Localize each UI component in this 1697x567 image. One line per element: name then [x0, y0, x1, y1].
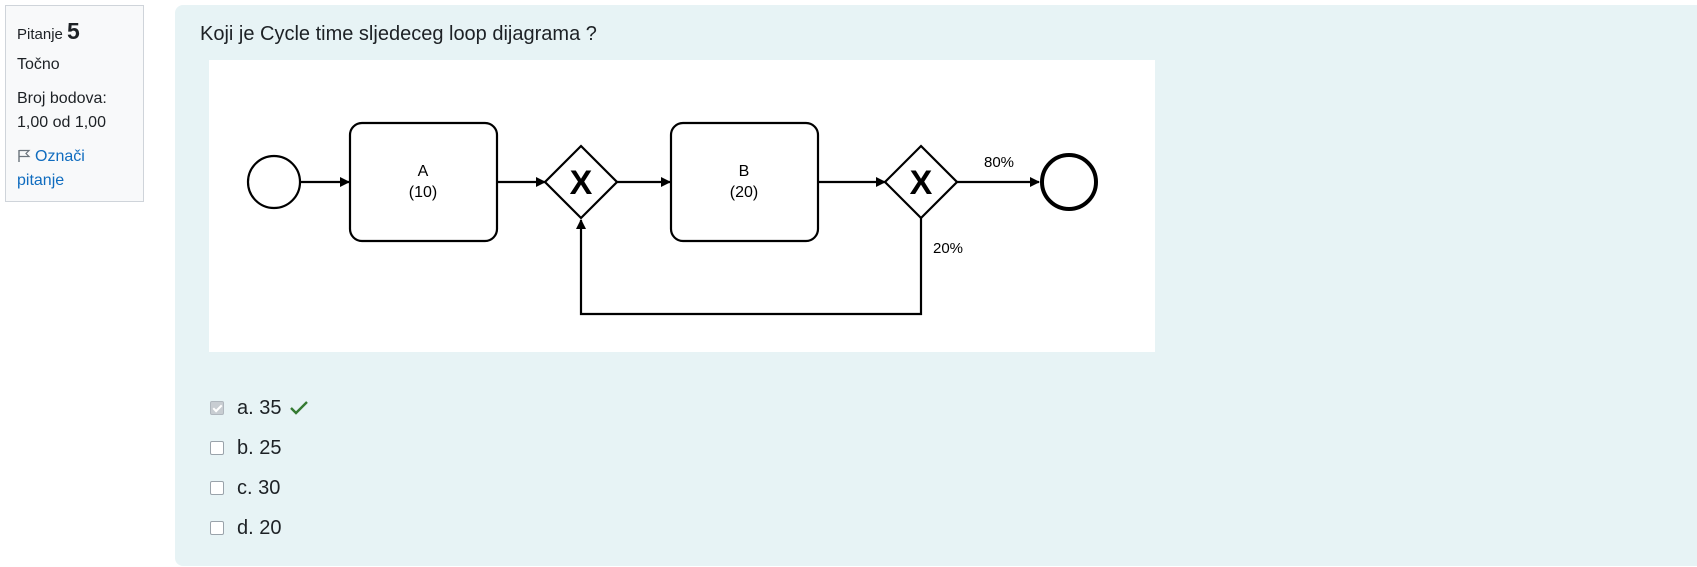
gateway-2-symbol: X: [910, 164, 933, 202]
task-b-time: (20): [730, 184, 758, 201]
correct-check-icon: [290, 401, 309, 415]
question-number-row: Pitanje 5: [17, 14, 132, 49]
task-a-time: (10): [409, 184, 437, 201]
answer-option-a[interactable]: a. 35: [210, 388, 309, 428]
answer-a-label: a. 35: [237, 396, 282, 419]
question-content: Koji je Cycle time sljedeceg loop dijagr…: [175, 5, 1697, 566]
task-a-name: A: [418, 163, 429, 180]
answer-option-d[interactable]: d. 20: [210, 508, 309, 548]
answer-options: a. 35 b. 25 c. 30 d. 20: [210, 388, 309, 548]
question-number: 5: [67, 18, 80, 44]
grade-label: Broj bodova:: [17, 89, 107, 107]
task-a: [348, 121, 499, 243]
task-b: [669, 121, 820, 243]
question-state: Točno: [17, 55, 60, 73]
end-event: [1040, 153, 1098, 211]
bpmn-diagram-svg: A (10) B (20) X X 80% 20%: [246, 121, 1098, 316]
flag-icon: [18, 149, 31, 162]
flag-question-link[interactable]: Označi pitanje: [17, 145, 132, 193]
gateway-1-symbol: X: [570, 164, 593, 202]
loop-back-flow: [576, 218, 923, 316]
answer-b-label: b. 25: [237, 436, 282, 459]
start-event: [246, 154, 302, 210]
answer-option-b[interactable]: b. 25: [210, 428, 309, 468]
flag-question-label: Označi pitanje: [17, 147, 85, 189]
answer-b-checkbox[interactable]: [210, 441, 224, 455]
question-text: Koji je Cycle time sljedeceg loop dijagr…: [200, 23, 597, 45]
answer-a-checkbox[interactable]: [210, 401, 224, 415]
question-label: Pitanje: [17, 26, 63, 43]
task-b-name: B: [739, 163, 750, 180]
answer-c-checkbox[interactable]: [210, 481, 224, 495]
answer-option-c[interactable]: c. 30: [210, 468, 309, 508]
exit-probability-label: 80%: [984, 154, 1014, 171]
answer-d-label: d. 20: [237, 516, 282, 539]
answer-c-label: c. 30: [237, 476, 281, 499]
loop-probability-label: 20%: [933, 240, 963, 257]
gateway-1: [543, 144, 619, 220]
grade-value: 1,00 od 1,00: [17, 113, 106, 131]
loop-diagram: A (10) B (20) X X 80% 20%: [209, 60, 1155, 352]
answer-d-checkbox[interactable]: [210, 521, 224, 535]
question-info-panel: Pitanje 5 Točno Broj bodova: 1,00 od 1,0…: [5, 5, 144, 202]
